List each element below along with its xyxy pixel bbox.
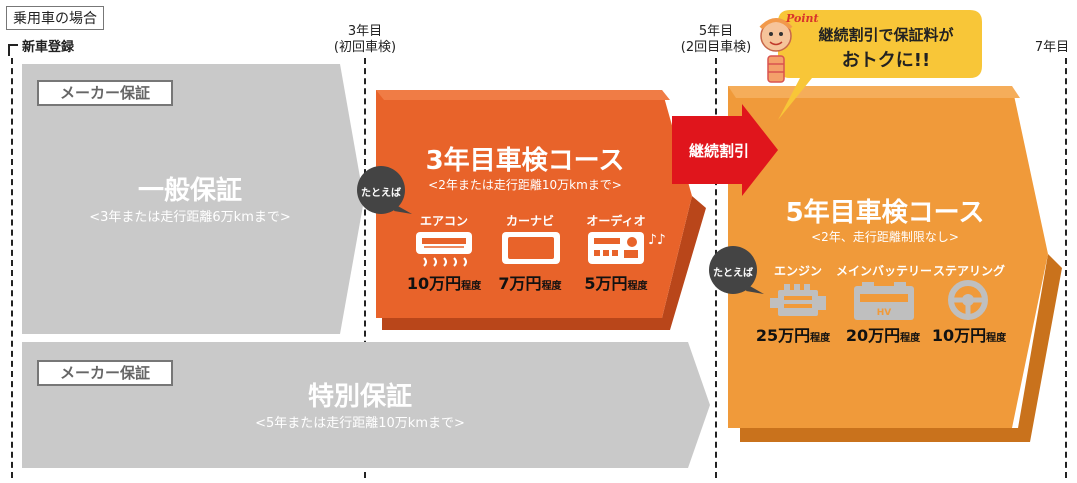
course5-item-engine-name: エンジン bbox=[773, 264, 822, 278]
course5-item-battery-price: 20万円程度 bbox=[838, 322, 928, 346]
general-warranty-title: 一般保証 bbox=[137, 176, 242, 206]
timeline-year5-label: 5年目 bbox=[698, 24, 734, 39]
course5-item-engine-price: 25万円程度 bbox=[748, 322, 838, 346]
course3-item-audio-price-unit: 程度 bbox=[627, 281, 648, 292]
course3-arrow-top-shade bbox=[376, 90, 670, 100]
timeline-new-registration: 新車登録 bbox=[22, 40, 75, 55]
timeline-line-year7 bbox=[1065, 58, 1067, 478]
point-bubble bbox=[778, 10, 982, 120]
special-maker-warranty-label: メーカー保証 bbox=[37, 360, 173, 386]
vehicle-type-label: 乗用車の場合 bbox=[6, 6, 104, 30]
course5-arrow-top-shade bbox=[728, 86, 1020, 98]
course3-item-audio-price: 5万円程度 bbox=[572, 270, 660, 294]
general-warranty-sub: <3年または走行距離6万kmまで> bbox=[89, 210, 291, 225]
point-mascot-icon bbox=[759, 18, 793, 83]
course5-item-battery-name: メインバッテリー bbox=[835, 264, 932, 278]
course5-item-engine-price-value: 25万円 bbox=[755, 326, 811, 345]
course3-example-bubble-shape bbox=[357, 166, 412, 214]
course5-item-battery-price-value: 20万円 bbox=[845, 326, 901, 345]
course3-item-navi-price-value: 7万円 bbox=[498, 274, 542, 293]
point-badge: Point bbox=[786, 12, 819, 25]
audio-icon: ♪♪ bbox=[588, 232, 666, 264]
course3-item-audio-price-value: 5万円 bbox=[584, 274, 628, 293]
course3-item-navi-price: 7万円程度 bbox=[486, 270, 574, 294]
point-message-line2: おトクに!! bbox=[841, 50, 931, 71]
general-warranty-arrow bbox=[22, 64, 364, 334]
special-warranty-arrow bbox=[22, 342, 710, 468]
discount-arrow bbox=[672, 104, 778, 196]
course3-item-aircon-price: 10万円程度 bbox=[398, 270, 490, 294]
discount-arrow-label: 継続割引 bbox=[688, 142, 749, 160]
course5-item-steering-price-unit: 程度 bbox=[986, 333, 1007, 344]
svg-text:♪♪: ♪♪ bbox=[648, 232, 666, 248]
battery-icon: HV bbox=[854, 282, 914, 320]
course5-item-steering-name: ステアリング bbox=[932, 264, 1005, 278]
course3-sub: <2年または走行距離10万kmまで> bbox=[428, 178, 622, 192]
course5-item-steering-price-value: 10万円 bbox=[931, 326, 987, 345]
steering-wheel-icon bbox=[948, 280, 988, 320]
car-navigation-icon bbox=[502, 232, 560, 264]
course3-example-label: たとえば bbox=[361, 188, 401, 199]
point-message-line1: 継続割引で保証料が bbox=[818, 26, 954, 44]
timeline-year3: 3年目 (初回車検) bbox=[320, 24, 410, 56]
course3-title: 3年目車検コース bbox=[425, 146, 625, 176]
timeline-line-start bbox=[11, 58, 13, 478]
course3-item-aircon-name: エアコン bbox=[419, 214, 468, 228]
course5-arrow-side bbox=[740, 254, 1062, 442]
engine-icon bbox=[770, 284, 826, 316]
air-conditioner-icon bbox=[416, 232, 472, 267]
course5-arrow-face bbox=[728, 86, 1048, 428]
timeline-year3-note: (初回車検) bbox=[333, 40, 397, 55]
timeline-year7: 7年目 bbox=[1034, 40, 1070, 55]
course5-item-battery-price-unit: 程度 bbox=[900, 333, 921, 344]
timeline-year5-note: (2回目車検) bbox=[680, 40, 752, 55]
course3-item-audio-name: オーディオ bbox=[586, 214, 646, 228]
course5-title: 5年目車検コース bbox=[785, 198, 985, 228]
course5-item-steering-price: 10万円程度 bbox=[924, 322, 1014, 346]
course3-arrow-side bbox=[382, 196, 706, 330]
special-warranty-sub: <5年または走行距離10万kmまで> bbox=[255, 416, 465, 431]
timeline-start-marker bbox=[8, 44, 18, 56]
course3-item-aircon-price-unit: 程度 bbox=[461, 281, 482, 292]
course3-item-navi-price-unit: 程度 bbox=[541, 281, 562, 292]
special-warranty-title: 特別保証 bbox=[307, 382, 412, 412]
course5-example-bubble-shape bbox=[709, 246, 764, 294]
course3-item-navi-name: カーナビ bbox=[505, 214, 554, 228]
course5-item-engine-price-unit: 程度 bbox=[810, 333, 831, 344]
course5-example-label: たとえば bbox=[713, 268, 753, 279]
general-maker-warranty-label: メーカー保証 bbox=[37, 80, 173, 106]
course5-sub: <2年、走行距離制限なし> bbox=[811, 230, 959, 244]
course3-item-aircon-price-value: 10万円 bbox=[406, 274, 462, 293]
timeline-year5: 5年目 (2回目車検) bbox=[668, 24, 764, 56]
svg-text:HV: HV bbox=[877, 308, 892, 318]
timeline-year3-label: 3年目 bbox=[347, 24, 383, 39]
timeline-line-year3 bbox=[364, 58, 366, 478]
